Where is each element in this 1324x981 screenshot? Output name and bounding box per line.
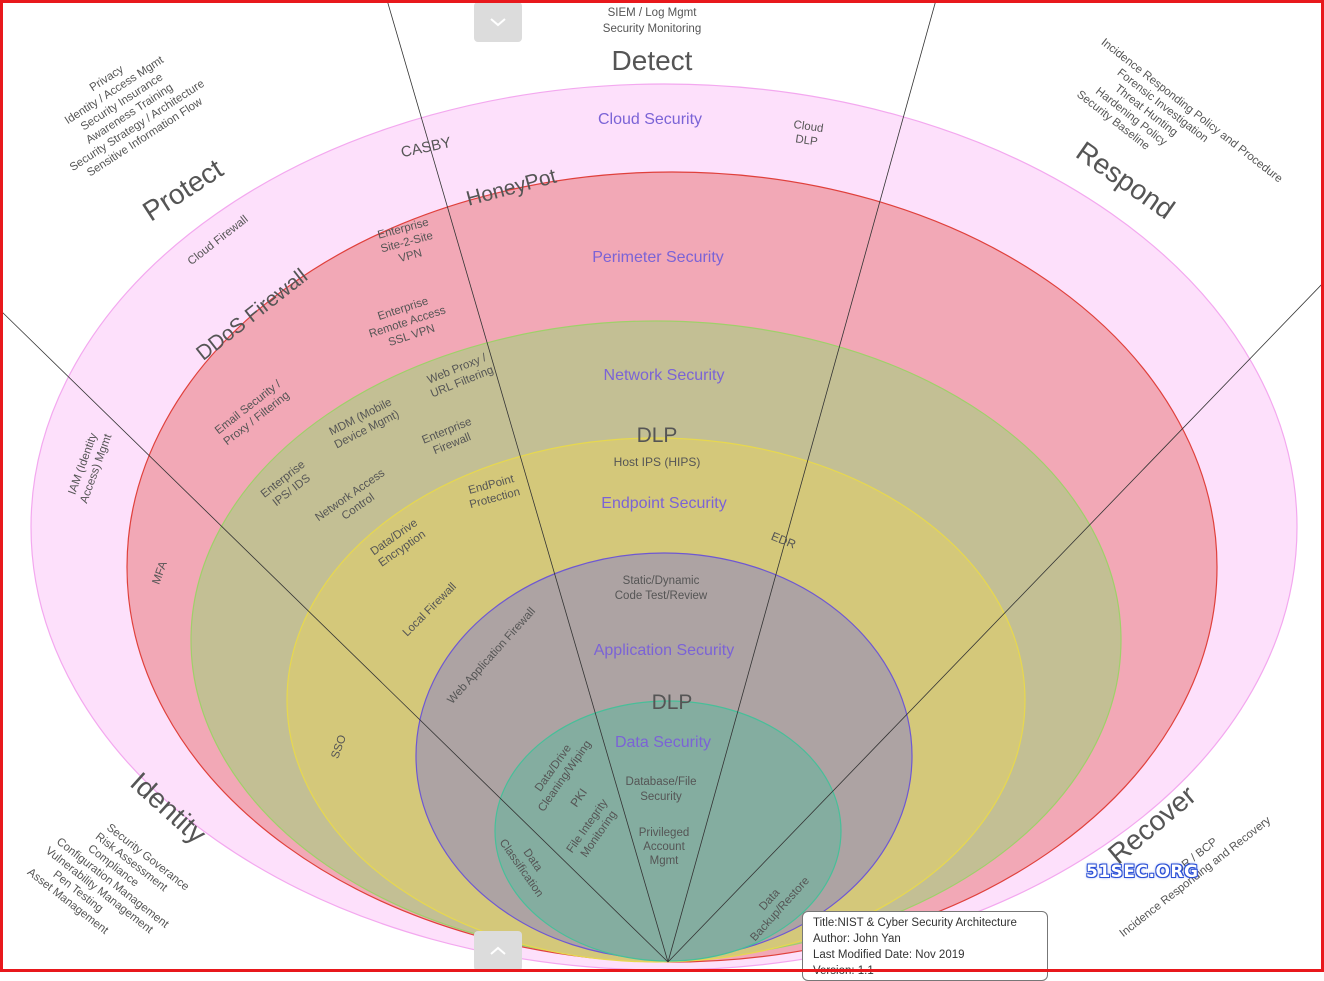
svg-text:Database/File: Database/File: [626, 776, 697, 788]
endpoint-security-title: Endpoint Security: [601, 495, 726, 512]
svg-text:Mgmt: Mgmt: [650, 855, 680, 867]
perimeter-security-title: Perimeter Security: [592, 249, 724, 266]
svg-text:Code Test/Review: Code Test/Review: [615, 590, 708, 602]
network-security-title: Network Security: [604, 367, 725, 384]
database-security-label: Database/File Security: [626, 776, 697, 803]
svg-text:Cloud: Cloud: [793, 119, 824, 135]
chevron-up-icon: [490, 946, 506, 955]
svg-text:VPN: VPN: [397, 247, 423, 265]
svg-text:Privileged: Privileged: [639, 827, 690, 839]
detect-item: SIEM / Log Mgmt: [608, 7, 698, 19]
protect-items: Privacy Identity / Access Mgmt Security …: [63, 54, 207, 180]
info-modified: Last Modified Date: Nov 2019: [813, 949, 965, 961]
dlp-network-label: DLP: [637, 424, 678, 447]
scroll-down-button[interactable]: [474, 931, 522, 971]
scroll-up-button[interactable]: [474, 2, 522, 42]
detect-item: Security Monitoring: [603, 23, 701, 35]
chevron-down-icon: [490, 18, 506, 27]
hips-label: Host IPS (HIPS): [614, 455, 701, 469]
pam-label: Privileged Account Mgmt: [639, 827, 690, 867]
svg-text:Account: Account: [643, 841, 685, 853]
data-security-title: Data Security: [615, 734, 711, 751]
svg-text:Security: Security: [640, 791, 682, 803]
info-box: Title:NIST & Cyber Security Architecture…: [802, 911, 1048, 981]
watermark: 51SEC.ORG: [1086, 862, 1199, 882]
detect-title: Detect: [612, 45, 693, 76]
svg-text:DLP: DLP: [795, 133, 819, 148]
info-title: Title:NIST & Cyber Security Architecture: [813, 917, 1017, 929]
svg-text:Static/Dynamic: Static/Dynamic: [623, 575, 700, 587]
code-test-label: Static/Dynamic Code Test/Review: [615, 575, 708, 602]
info-author: Author: John Yan: [813, 933, 901, 945]
cloud-security-title: Cloud Security: [598, 111, 702, 128]
cloud-dlp-label: Cloud DLP: [793, 119, 824, 148]
dlp-app-label: DLP: [652, 691, 693, 714]
info-version: Version: 1.1: [813, 965, 874, 977]
application-security-title: Application Security: [594, 642, 735, 659]
